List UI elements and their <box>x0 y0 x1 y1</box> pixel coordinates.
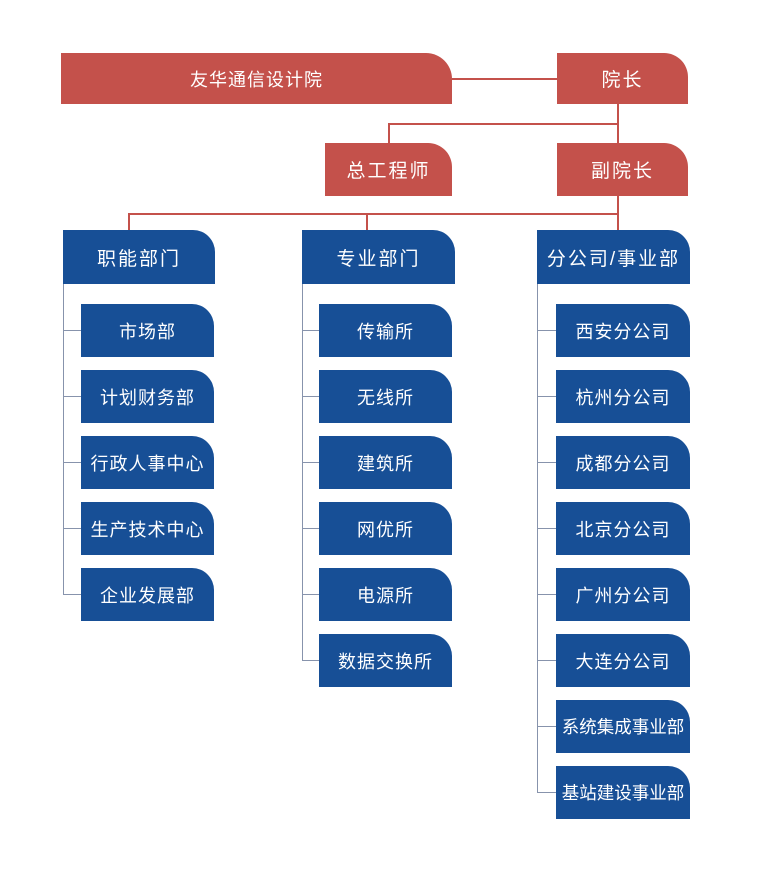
functional-dept-node: 行政人事中心 <box>81 436 214 489</box>
connector-vice-president-down <box>617 196 619 215</box>
functional-column-line <box>63 284 64 595</box>
branch-node: 杭州分公司 <box>556 370 690 423</box>
connector-functional-drop <box>128 213 130 230</box>
branch-node: 成都分公司 <box>556 436 690 489</box>
connector-branches-drop <box>617 213 619 230</box>
connector-stub <box>63 594 81 595</box>
chief-engineer-node: 总工程师 <box>325 143 452 196</box>
connector-stub <box>302 330 319 331</box>
dept-label: 数据交换所 <box>338 651 433 672</box>
professional-depts-label: 专业部门 <box>336 248 421 270</box>
connector-stub <box>302 660 319 661</box>
root-title-label: 友华通信设计院 <box>190 69 323 90</box>
professional-dept-node: 传输所 <box>319 304 452 357</box>
functional-dept-node: 企业发展部 <box>81 568 214 621</box>
branch-label: 西安分公司 <box>575 321 671 342</box>
branch-node: 北京分公司 <box>556 502 690 555</box>
connector-level2-horizontal <box>388 123 619 125</box>
branches-column-line <box>537 284 538 793</box>
connector-stub <box>63 330 81 331</box>
dept-label: 企业发展部 <box>100 585 195 606</box>
functional-depts-header: 职能部门 <box>63 230 215 284</box>
professional-dept-node: 数据交换所 <box>319 634 452 687</box>
chief-engineer-label: 总工程师 <box>346 161 431 182</box>
connector-level3-horizontal <box>128 213 619 215</box>
connector-stub <box>63 396 81 397</box>
connector-stub <box>537 792 556 793</box>
functional-depts-label: 职能部门 <box>96 248 181 270</box>
connector-stub <box>537 594 556 595</box>
professional-column-line <box>302 284 303 661</box>
connector-title-president <box>452 78 557 80</box>
vice-president-label: 副院长 <box>590 161 654 182</box>
dept-label: 无线所 <box>357 387 414 408</box>
connector-stub <box>302 528 319 529</box>
connector-stub <box>537 462 556 463</box>
connector-stub <box>537 330 556 331</box>
branch-label: 杭州分公司 <box>575 387 671 408</box>
connector-chief-engineer-drop <box>388 123 390 143</box>
connector-stub <box>302 396 319 397</box>
dept-label: 生产技术中心 <box>90 519 205 540</box>
branch-label: 基站建设事业部 <box>561 783 685 803</box>
branch-node: 基站建设事业部 <box>556 766 690 819</box>
branch-node: 大连分公司 <box>556 634 690 687</box>
professional-depts-header: 专业部门 <box>302 230 455 284</box>
dept-label: 网优所 <box>357 519 414 540</box>
connector-stub <box>63 462 81 463</box>
connector-stub <box>63 528 81 529</box>
professional-dept-node: 无线所 <box>319 370 452 423</box>
dept-label: 传输所 <box>357 321 414 342</box>
branch-label: 成都分公司 <box>575 453 671 474</box>
dept-label: 建筑所 <box>357 453 414 474</box>
dept-label: 计划财务部 <box>100 387 195 408</box>
functional-dept-node: 计划财务部 <box>81 370 214 423</box>
president-label: 院长 <box>601 70 644 91</box>
connector-stub <box>537 726 556 727</box>
vice-president-node: 副院长 <box>557 143 688 196</box>
connector-stub <box>537 528 556 529</box>
professional-dept-node: 建筑所 <box>319 436 452 489</box>
president-node: 院长 <box>557 53 688 104</box>
branches-label: 分公司/事业部 <box>546 248 681 270</box>
connector-stub <box>537 660 556 661</box>
branch-label: 广州分公司 <box>575 585 671 606</box>
professional-dept-node: 电源所 <box>319 568 452 621</box>
branch-label: 北京分公司 <box>575 519 671 540</box>
functional-dept-node: 生产技术中心 <box>81 502 214 555</box>
branch-node: 系统集成事业部 <box>556 700 690 753</box>
connector-stub <box>537 396 556 397</box>
connector-stub <box>302 462 319 463</box>
dept-label: 市场部 <box>119 321 176 342</box>
functional-dept-node: 市场部 <box>81 304 214 357</box>
root-title-node: 友华通信设计院 <box>61 53 452 104</box>
connector-professional-drop <box>366 213 368 230</box>
branches-header: 分公司/事业部 <box>537 230 690 284</box>
connector-stub <box>302 594 319 595</box>
dept-label: 电源所 <box>357 585 414 606</box>
branch-node: 西安分公司 <box>556 304 690 357</box>
branch-node: 广州分公司 <box>556 568 690 621</box>
branch-label: 系统集成事业部 <box>561 717 685 737</box>
branch-label: 大连分公司 <box>575 651 671 672</box>
dept-label: 行政人事中心 <box>90 453 205 474</box>
professional-dept-node: 网优所 <box>319 502 452 555</box>
